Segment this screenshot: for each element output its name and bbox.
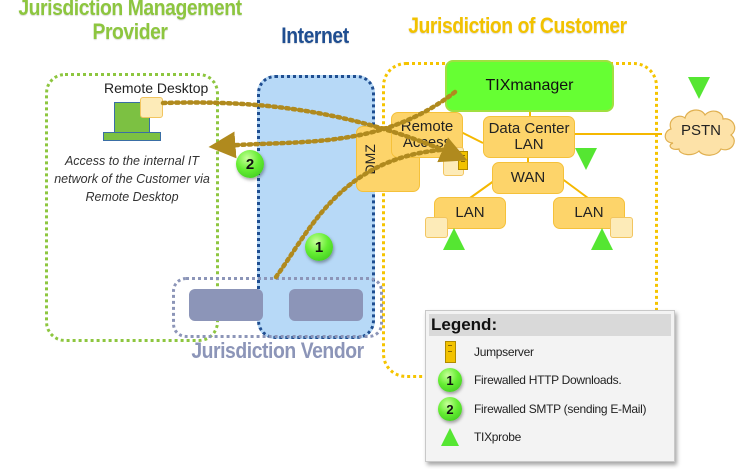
connection-smtp-to-provider <box>208 89 458 159</box>
vendor-zone-title: Jurisdiction Vendor <box>191 338 364 363</box>
provider-description-line2: network of the Customer via <box>54 172 210 187</box>
legend-panel: Legend: Jumpserver 1 Firewalled HTTP Dow… <box>425 310 675 462</box>
provider-title-line1: Jurisdiction Management <box>18 0 242 20</box>
lan-right-client <box>610 217 633 238</box>
legend-item-smtp: 2 Firewalled SMTP (sending E-Mail) <box>426 396 674 422</box>
lan-left-client <box>425 217 448 238</box>
tixprobe-icon-lan-left <box>443 228 465 250</box>
provider-title-line2: Provider <box>92 19 168 44</box>
computer-base <box>103 132 161 141</box>
provider-description-line1: Access to the internal IT <box>64 154 200 168</box>
provider-zone <box>45 73 219 342</box>
tixprobe-icon-lan-right <box>591 228 613 250</box>
pstn-cloud <box>664 109 736 156</box>
datacenter-line2: LAN <box>514 136 544 153</box>
badge-2-icon: 2 <box>438 397 462 421</box>
customer-zone-title: Jurisdiction of Customer <box>408 13 627 38</box>
internet-zone-title: Internet <box>281 23 349 48</box>
connection-remote-desktop-to-jumpserver <box>160 100 468 163</box>
legend-item-label: Firewalled HTTP Downloads. <box>474 373 622 387</box>
pstn-label: PSTN <box>680 122 721 139</box>
provider-description: Access to the internal IT network of the… <box>52 152 212 206</box>
jumpserver-icon <box>444 341 456 363</box>
datacenter-lan-node: Data Center LAN <box>483 116 575 158</box>
remote-desktop-label: Remote Desktop <box>104 80 209 96</box>
legend-item-jumpserver: Jumpserver <box>426 339 674 365</box>
remote-access-line1: Remote <box>400 118 454 136</box>
remote-desktop-client <box>140 97 163 118</box>
vendor-server-1 <box>189 289 263 321</box>
badge-1-http: 1 <box>305 233 333 261</box>
pstn-cloud-shape <box>664 109 736 156</box>
connection-vendor-http <box>273 147 443 280</box>
provider-description-line3: Remote Desktop <box>85 190 179 205</box>
legend-item-http: 1 Firewalled HTTP Downloads. <box>426 367 674 393</box>
legend-item-label: Jumpserver <box>474 345 534 359</box>
legend-title: Legend: <box>429 314 671 336</box>
vendor-server-2 <box>289 289 363 321</box>
tixmanager-node: TIXmanager <box>445 60 614 112</box>
datacenter-line1: Data Center <box>488 120 570 138</box>
link-wan-lan-right <box>560 177 589 199</box>
tixprobe-icon-datacenter <box>575 148 597 170</box>
legend-item-label: Firewalled SMTP (sending E-Mail) <box>474 402 647 416</box>
link-remote-datacenter <box>460 131 484 144</box>
badge-1-icon: 1 <box>438 368 462 392</box>
badge-2-smtp: 2 <box>236 150 264 178</box>
tixprobe-icon-pstn <box>688 77 710 99</box>
legend-item-tixprobe: TIXprobe <box>426 424 674 450</box>
tixprobe-icon <box>441 428 459 446</box>
wan-node: WAN <box>492 162 564 194</box>
provider-zone-title: Jurisdiction Management Provider <box>16 0 245 43</box>
legend-item-label: TIXprobe <box>474 430 521 444</box>
